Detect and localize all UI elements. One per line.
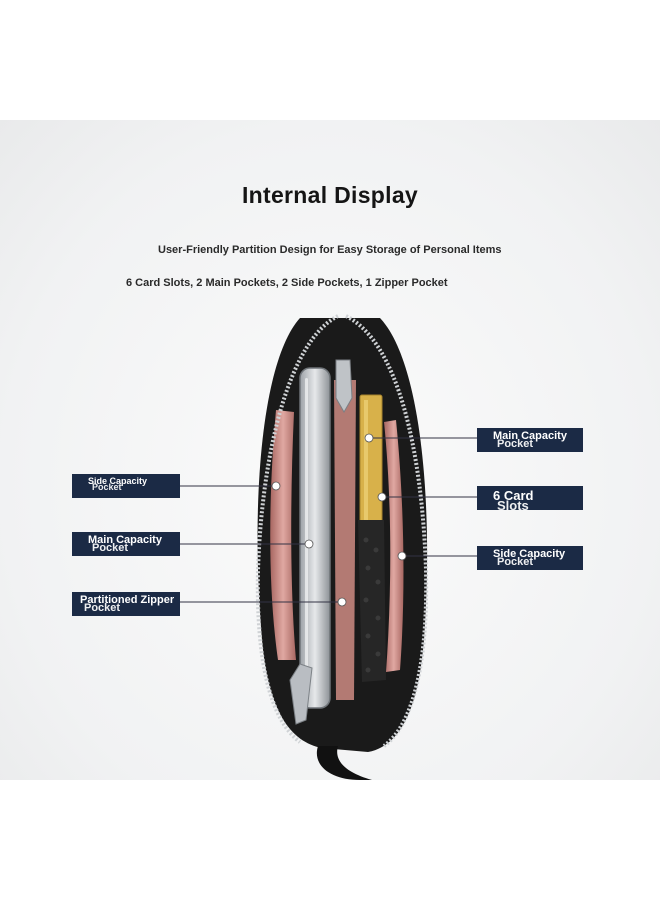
label-main-capacity-pocket-right: Main Capacity Pocket xyxy=(477,428,583,452)
marker-main-left xyxy=(304,539,314,549)
marker-main-right xyxy=(364,433,374,443)
label-line: Side Capacity xyxy=(88,476,148,486)
lining-center xyxy=(334,380,356,700)
label-line: Pocket xyxy=(92,542,129,554)
label-line: Slots xyxy=(497,498,529,510)
label-line: Side Capacity xyxy=(493,548,566,560)
marker-side-left xyxy=(271,481,281,491)
zipper-right xyxy=(345,314,429,748)
marker-card-slots xyxy=(377,492,387,502)
label-line: Partitioned Zipper xyxy=(80,594,175,606)
wrist-strap xyxy=(316,746,372,780)
label-line: Pocket xyxy=(84,602,121,614)
label-line: Main Capacity xyxy=(88,534,162,546)
zipper-left xyxy=(255,314,339,744)
label-partitioned-zipper-pocket: Partitioned Zipper Pocket xyxy=(72,592,180,616)
zipper-puller xyxy=(335,359,353,414)
label-line: Main Capacity xyxy=(493,430,567,442)
phone xyxy=(299,367,331,709)
lining-right xyxy=(384,420,404,672)
label-main-capacity-pocket-left: Main Capacity Pocket xyxy=(72,532,180,556)
subtitle: User-Friendly Partition Design for Easy … xyxy=(158,244,502,256)
label-line: 6 Card xyxy=(493,488,534,503)
marker-side-right xyxy=(397,551,407,561)
label-side-capacity-pocket-left: Side Capacity Pocket xyxy=(72,474,180,498)
pocket-counts: 6 Card Slots, 2 Main Pockets, 2 Side Poc… xyxy=(126,277,448,289)
label-line: Pocket xyxy=(497,556,534,568)
label-line: Pocket xyxy=(92,482,122,492)
pen xyxy=(289,663,313,725)
wallet-illustration xyxy=(180,314,477,780)
product-image-panel: Internal Display User-Friendly Partition… xyxy=(0,120,660,780)
page-title: Internal Display xyxy=(241,182,419,208)
label-line: Pocket xyxy=(497,438,534,450)
lining-left xyxy=(270,410,296,660)
label-card-slots: 6 Card Slots xyxy=(477,486,583,510)
textured-pouch xyxy=(358,520,386,682)
marker-zipper-left xyxy=(337,597,347,607)
label-side-capacity-pocket-right: Side Capacity Pocket xyxy=(477,546,583,570)
